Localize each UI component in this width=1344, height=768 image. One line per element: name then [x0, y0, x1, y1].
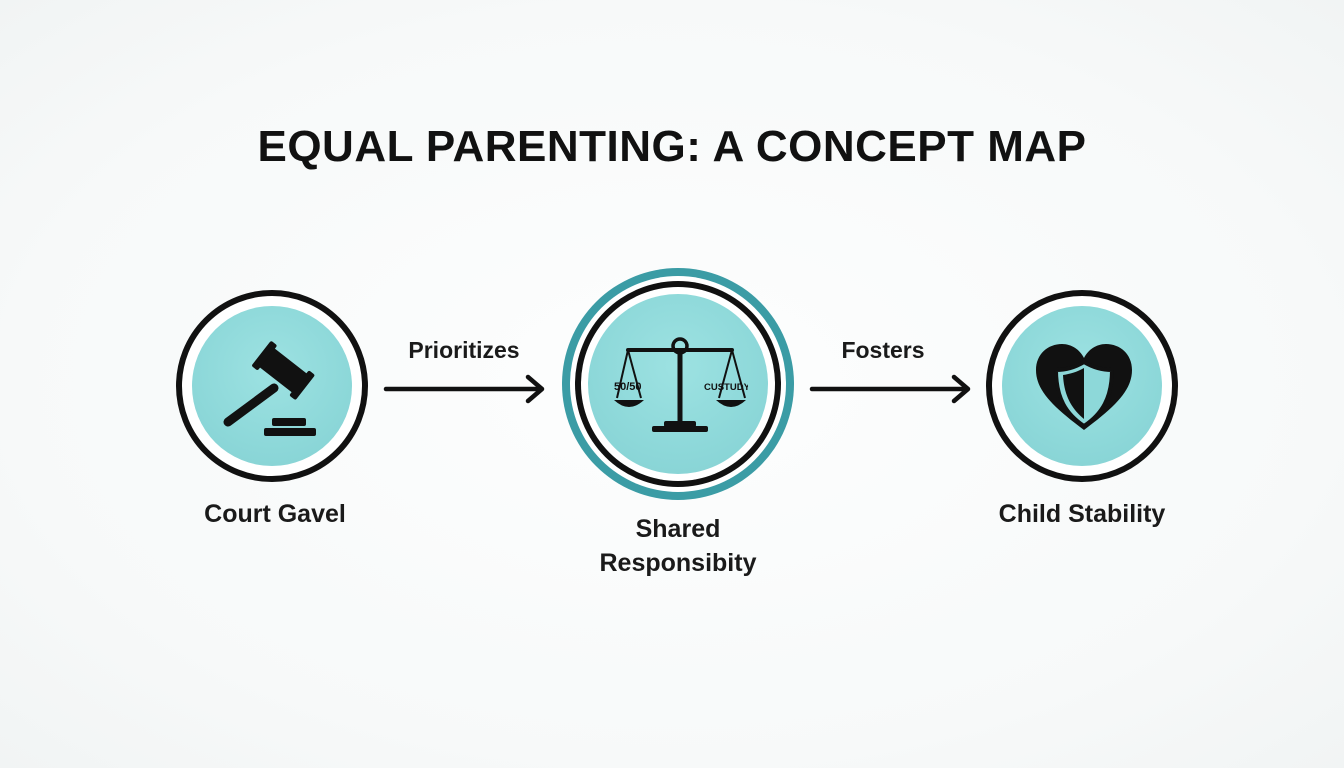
- node-shared-label: Shared Responsibity: [576, 512, 780, 580]
- node-court-gavel: [176, 290, 368, 482]
- scales-right-text: CUSTUDY: [704, 382, 748, 393]
- node-shared-label-line1: Shared: [635, 515, 721, 543]
- edge-label-prioritizes: Prioritizes: [408, 337, 520, 363]
- arrow-prioritizes: [383, 374, 545, 404]
- arrow-fosters: [809, 374, 971, 404]
- heart-shield-icon: [1036, 344, 1132, 430]
- node-shared-responsibility: 50/50 CUSTUDY: [562, 268, 794, 500]
- page-title: EQUAL PARENTING: A CONCEPT MAP: [257, 122, 1087, 171]
- node-court-gavel-label: Court Gavel: [204, 500, 346, 528]
- node-child-stability-label: Child Stability: [998, 500, 1166, 528]
- scales-left-text: 50/50: [614, 381, 642, 393]
- edge-label-fosters: Fosters: [841, 337, 925, 363]
- node-shared-label-line2: Responsibity: [599, 549, 757, 577]
- scales-icon: 50/50 CUSTUDY: [614, 337, 748, 432]
- node-child-stability: [986, 290, 1178, 482]
- gavel-icon: [223, 341, 316, 436]
